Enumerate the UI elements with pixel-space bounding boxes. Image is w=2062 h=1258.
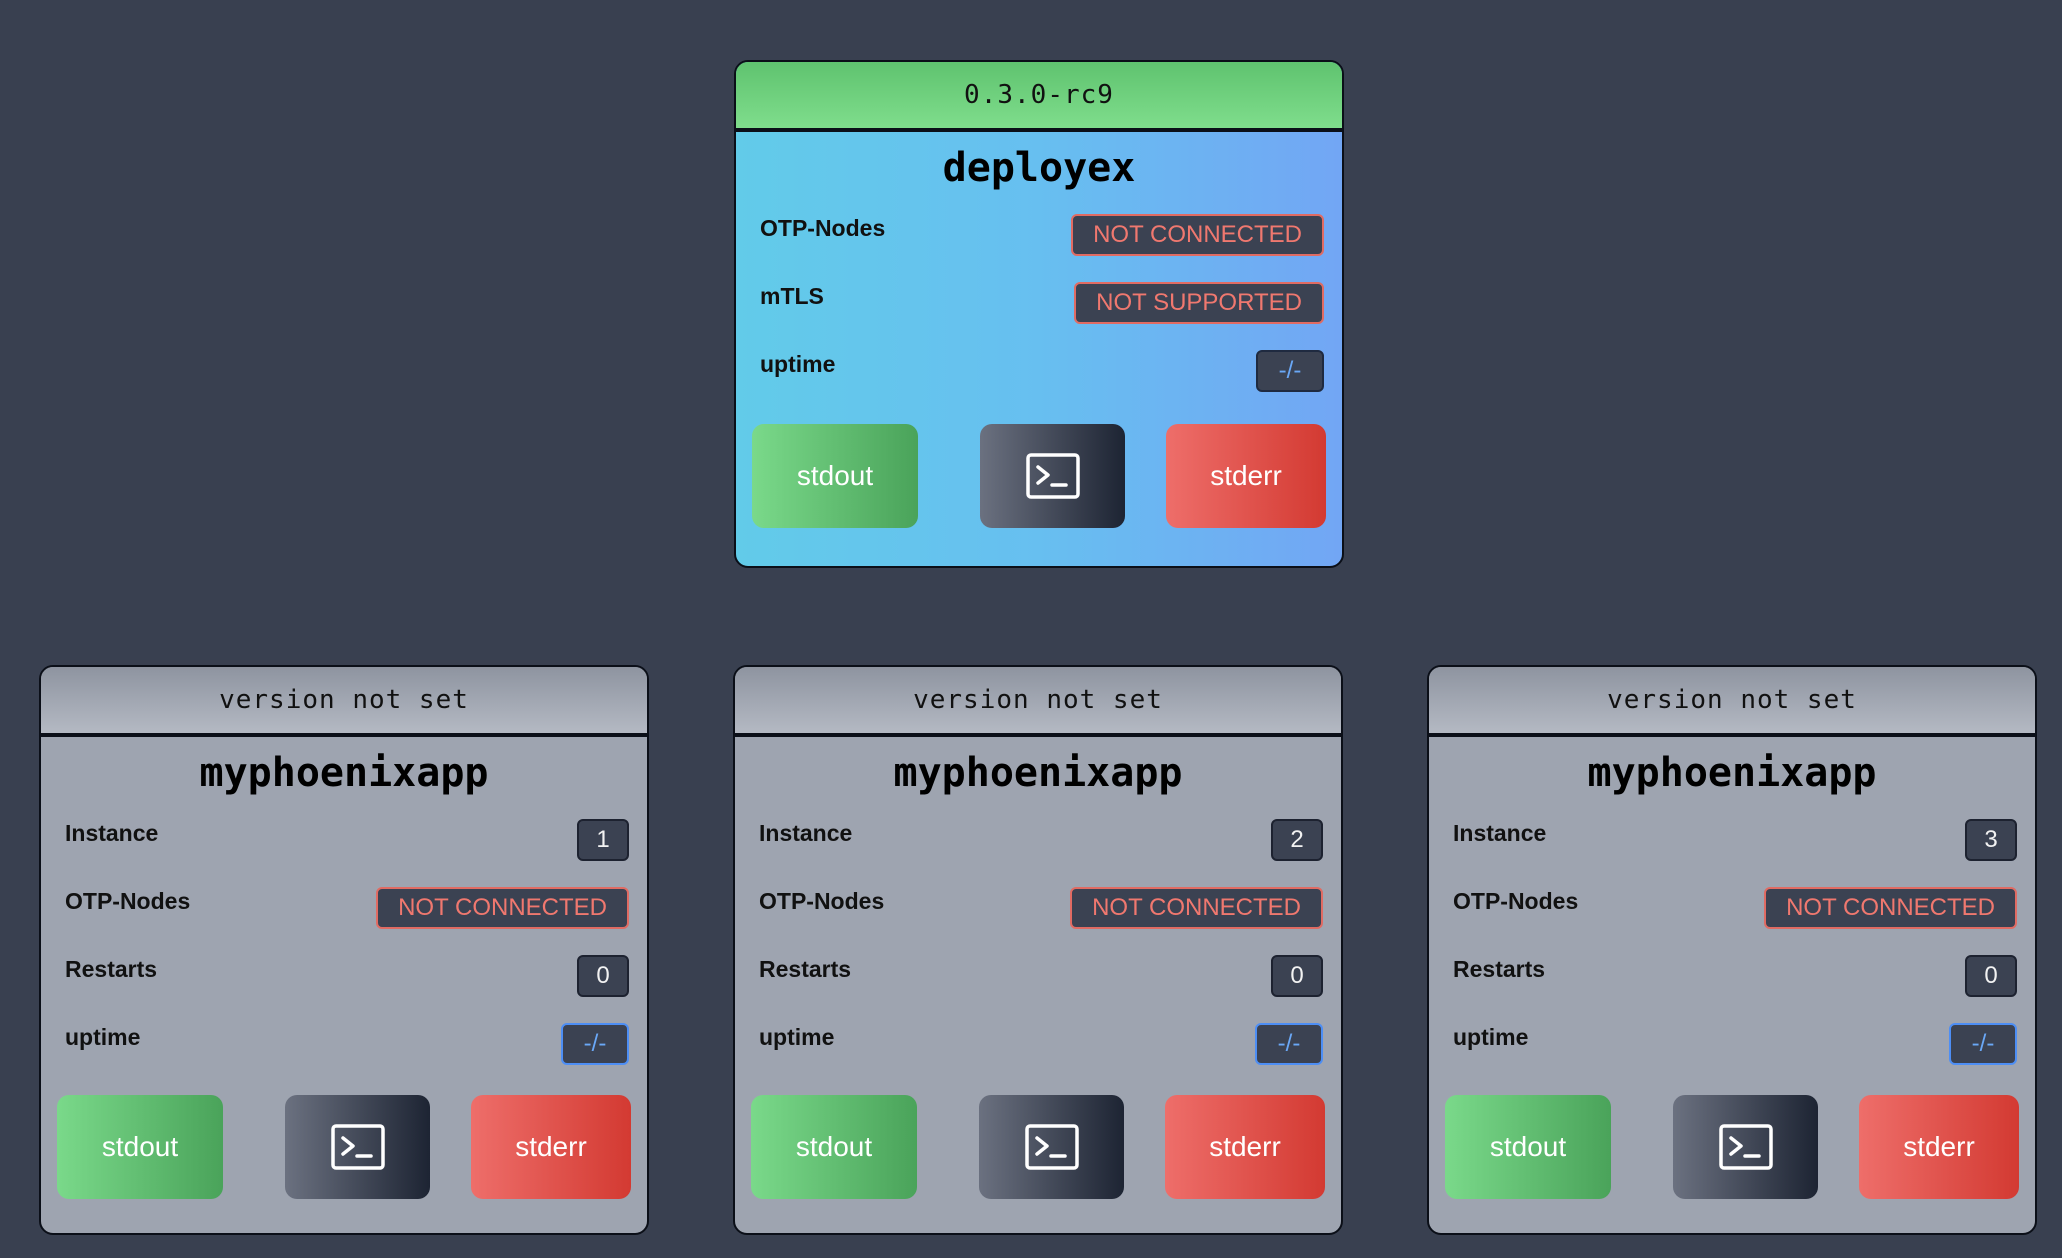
terminal-icon: [330, 1124, 385, 1170]
status-rows: Instance 3 OTP-Nodes NOT CONNECTED Resta…: [1429, 803, 2035, 1075]
mtls-status-badge: NOT SUPPORTED: [1074, 282, 1324, 324]
log-buttons: stdout stderr: [57, 1095, 631, 1199]
row-instance: Instance 3: [1453, 803, 2017, 871]
otp-nodes-status-badge: NOT CONNECTED: [376, 887, 629, 929]
restarts-label: Restarts: [759, 955, 852, 982]
row-uptime: uptime -/-: [759, 1007, 1323, 1075]
restarts-badge: 0: [1965, 955, 2017, 997]
app-title: myphoenixapp: [893, 750, 1183, 796]
row-mtls: mTLS NOT SUPPORTED: [760, 266, 1324, 334]
stdout-button[interactable]: stdout: [1445, 1095, 1611, 1199]
restarts-label: Restarts: [65, 955, 158, 982]
uptime-label: uptime: [65, 1023, 141, 1050]
uptime-label: uptime: [759, 1023, 835, 1050]
restarts-label: Restarts: [1453, 955, 1546, 982]
uptime-badge: -/-: [561, 1023, 629, 1065]
status-rows: Instance 1 OTP-Nodes NOT CONNECTED Resta…: [41, 803, 647, 1075]
otp-nodes-label: OTP-Nodes: [65, 887, 191, 914]
instance-label: Instance: [759, 819, 853, 846]
stderr-button[interactable]: stderr: [1859, 1095, 2019, 1199]
otp-nodes-label: OTP-Nodes: [760, 214, 886, 241]
row-otp-nodes: OTP-Nodes NOT CONNECTED: [759, 871, 1323, 939]
otp-nodes-status-badge: NOT CONNECTED: [1071, 214, 1324, 256]
version-header: 0.3.0-rc9: [736, 62, 1342, 132]
mtls-label: mTLS: [760, 282, 824, 309]
terminal-icon: [1024, 1124, 1079, 1170]
terminal-icon: [1025, 453, 1080, 499]
log-buttons: stdout stderr: [1445, 1095, 2019, 1199]
stdout-button[interactable]: stdout: [752, 424, 918, 528]
uptime-badge: -/-: [1256, 350, 1324, 392]
stdout-button[interactable]: stdout: [751, 1095, 917, 1199]
stderr-button[interactable]: stderr: [1166, 424, 1326, 528]
row-uptime: uptime -/-: [65, 1007, 629, 1075]
row-otp-nodes: OTP-Nodes NOT CONNECTED: [65, 871, 629, 939]
app-title: myphoenixapp: [1587, 750, 1877, 796]
row-uptime: uptime -/-: [1453, 1007, 2017, 1075]
myphoenixapp-card-2: version not set myphoenixapp Instance 2 …: [733, 665, 1343, 1235]
version-header: version not set: [1429, 667, 2035, 737]
otp-nodes-status-badge: NOT CONNECTED: [1070, 887, 1323, 929]
otp-nodes-label: OTP-Nodes: [1453, 887, 1579, 914]
instance-label: Instance: [1453, 819, 1547, 846]
row-restarts: Restarts 0: [1453, 939, 2017, 1007]
otp-nodes-label: OTP-Nodes: [759, 887, 885, 914]
myphoenixapp-card-1: version not set myphoenixapp Instance 1 …: [39, 665, 649, 1235]
instance-badge: 3: [1965, 819, 2017, 861]
myphoenixapp-card-3: version not set myphoenixapp Instance 3 …: [1427, 665, 2037, 1235]
uptime-badge: -/-: [1255, 1023, 1323, 1065]
terminal-button[interactable]: [285, 1095, 430, 1199]
restarts-badge: 0: [577, 955, 629, 997]
uptime-label: uptime: [1453, 1023, 1529, 1050]
log-buttons: stdout stderr: [752, 424, 1326, 528]
uptime-label: uptime: [760, 350, 836, 377]
row-restarts: Restarts 0: [65, 939, 629, 1007]
app-title: deployex: [942, 145, 1136, 191]
instance-badge: 1: [577, 819, 629, 861]
status-rows: OTP-Nodes NOT CONNECTED mTLS NOT SUPPORT…: [736, 198, 1342, 402]
stderr-button[interactable]: stderr: [471, 1095, 631, 1199]
row-instance: Instance 2: [759, 803, 1323, 871]
row-restarts: Restarts 0: [759, 939, 1323, 1007]
version-header: version not set: [41, 667, 647, 737]
deployex-card: 0.3.0-rc9 deployex OTP-Nodes NOT CONNECT…: [734, 60, 1344, 568]
row-otp-nodes: OTP-Nodes NOT CONNECTED: [1453, 871, 2017, 939]
row-otp-nodes: OTP-Nodes NOT CONNECTED: [760, 198, 1324, 266]
uptime-badge: -/-: [1949, 1023, 2017, 1065]
log-buttons: stdout stderr: [751, 1095, 1325, 1199]
stderr-button[interactable]: stderr: [1165, 1095, 1325, 1199]
terminal-icon: [1718, 1124, 1773, 1170]
terminal-button[interactable]: [1673, 1095, 1818, 1199]
instance-label: Instance: [65, 819, 159, 846]
terminal-button[interactable]: [980, 424, 1125, 528]
stdout-button[interactable]: stdout: [57, 1095, 223, 1199]
otp-nodes-status-badge: NOT CONNECTED: [1764, 887, 2017, 929]
restarts-badge: 0: [1271, 955, 1323, 997]
app-title: myphoenixapp: [199, 750, 489, 796]
terminal-button[interactable]: [979, 1095, 1124, 1199]
row-instance: Instance 1: [65, 803, 629, 871]
version-header: version not set: [735, 667, 1341, 737]
status-rows: Instance 2 OTP-Nodes NOT CONNECTED Resta…: [735, 803, 1341, 1075]
row-uptime: uptime -/-: [760, 334, 1324, 402]
instance-badge: 2: [1271, 819, 1323, 861]
